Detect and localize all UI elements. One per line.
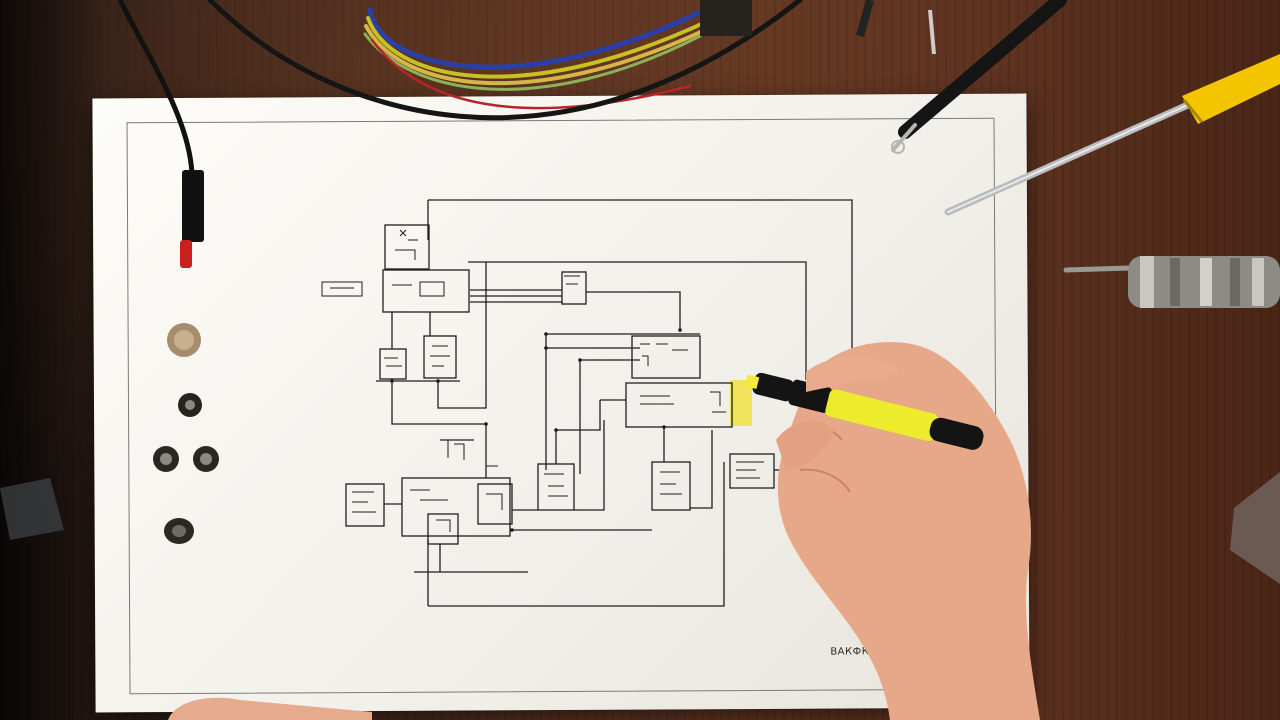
table-shadow — [0, 0, 110, 720]
ic-block — [382, 269, 470, 313]
bundled-colored-wires — [207, 0, 803, 121]
connector-block — [561, 271, 587, 305]
black-probe-lead — [117, 0, 204, 268]
cable-clip — [0, 478, 64, 540]
yellow-screwdriver — [944, 54, 1280, 216]
highlighter-mark — [730, 380, 752, 426]
cleaning-sponge — [1230, 472, 1280, 584]
hand-with-highlighter — [168, 342, 1040, 720]
soldering-iron — [1063, 256, 1280, 308]
metal-tweezers — [856, 0, 1067, 154]
ic-block — [384, 224, 430, 270]
brass-standoffs — [153, 323, 219, 544]
